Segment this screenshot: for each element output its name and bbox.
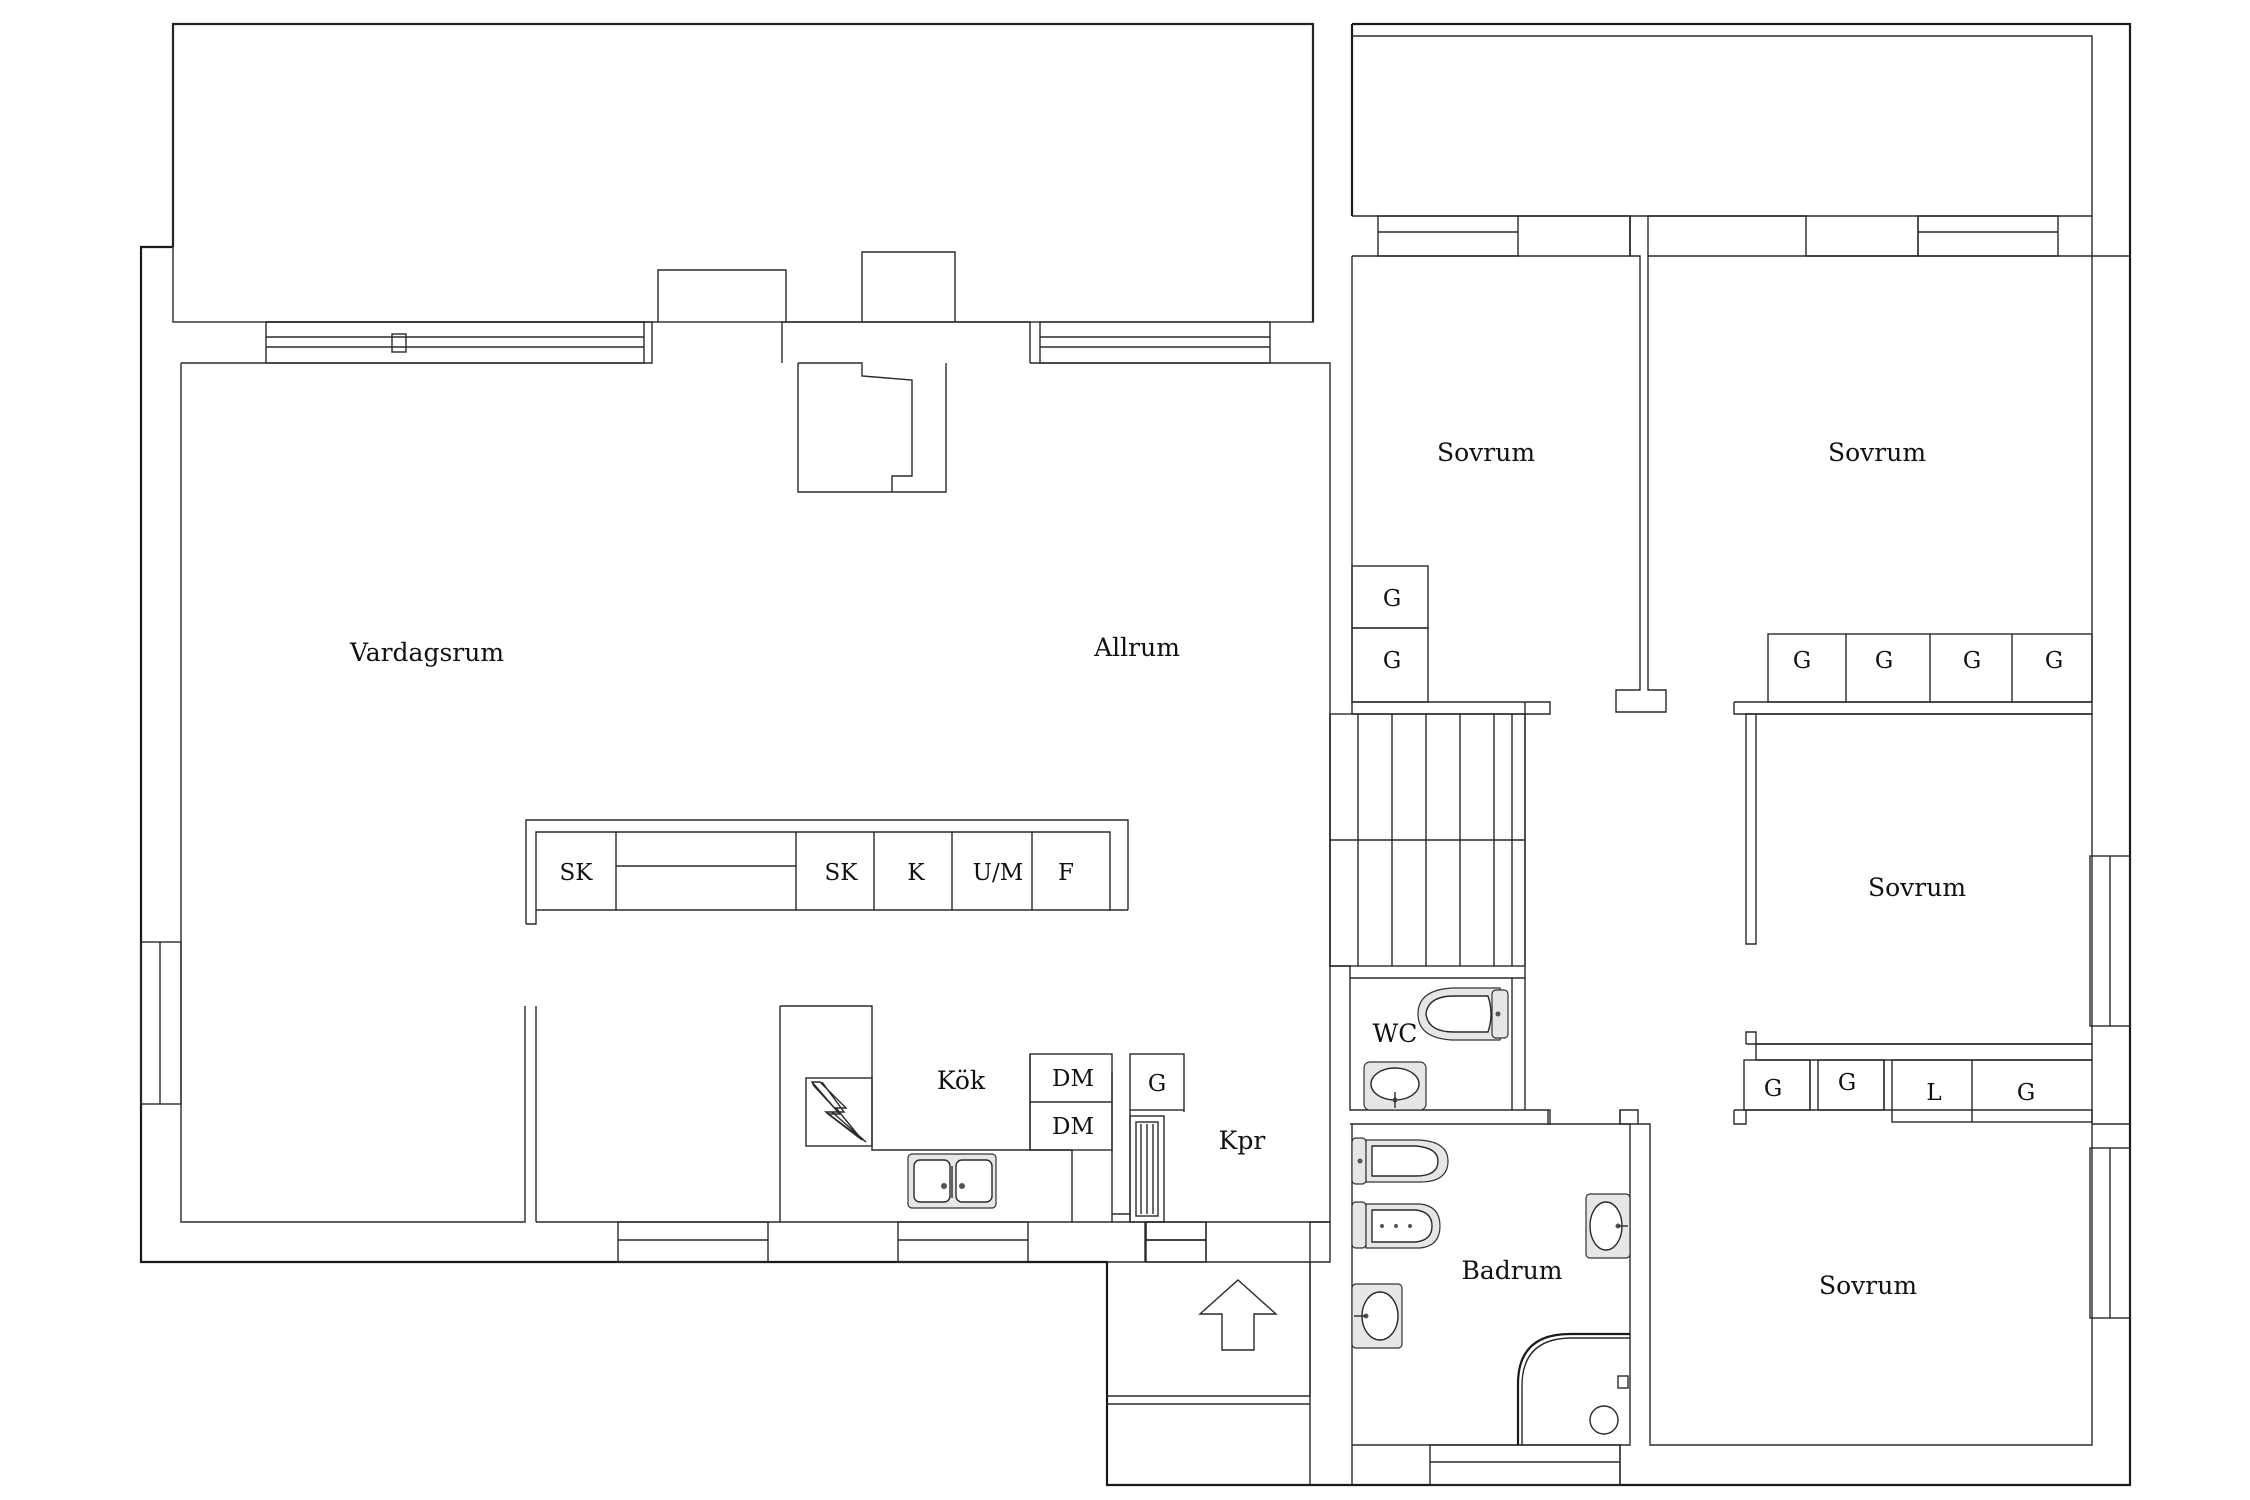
wc-toilet [1417, 987, 1509, 1041]
sovrum-1-wardrobes [1351, 565, 1429, 703]
staircase [1329, 713, 1526, 967]
double-sink-icon [907, 1153, 997, 1209]
kitchen-counter [1029, 1053, 1113, 1151]
cabinet-label: DM [1052, 1114, 1094, 1140]
exterior-walls [139, 22, 2132, 1487]
room-label-badrum: Badrum [1461, 1256, 1562, 1285]
fireplace [657, 251, 1031, 493]
kitchen-island [525, 819, 1129, 925]
cabinet-label: U/M [973, 860, 1024, 886]
cabinet-label: DM [1052, 1066, 1094, 1092]
room-label-kpr: Kpr [1219, 1126, 1266, 1155]
up-arrow-icon [1198, 1279, 1278, 1351]
room-label-sovrum-1: Sovrum [1437, 438, 1535, 467]
interior-walls [535, 215, 2130, 1485]
cabinet-label: L [1926, 1080, 1941, 1106]
room-label-allrum: Allrum [1093, 633, 1180, 662]
cabinet-label: G [1875, 648, 1893, 674]
cabinet-label: G [1383, 586, 1401, 612]
cabinet-label: F [1058, 860, 1074, 886]
cabinet-label: G [2017, 1080, 2035, 1106]
shower-drain-icon [1516, 1332, 1630, 1445]
badrum-sink-left [1351, 1283, 1403, 1349]
sovrum-4-wardrobes [1743, 1059, 2093, 1123]
badrum-toilet [1351, 1137, 1449, 1185]
cabinet-label: G [1963, 648, 1981, 674]
lightning-icon [805, 1077, 873, 1147]
room-label-kok: Kök [937, 1066, 986, 1095]
sovrum-2-wardrobes [1767, 633, 2093, 703]
cabinet-label: G [1764, 1076, 1782, 1102]
cabinet-label: SK [560, 860, 594, 886]
cabinet-label: G [1838, 1070, 1856, 1096]
cabinet-label: G [2045, 648, 2063, 674]
room-label-vardagsrum: Vardagsrum [349, 638, 504, 667]
kpr-closet [1129, 1053, 1206, 1241]
badrum-bidet [1351, 1201, 1441, 1249]
cabinet-label: G [1383, 648, 1401, 674]
badrum-sink-right [1585, 1193, 1631, 1259]
cabinet-label: G [1793, 648, 1811, 674]
room-label-wc: WC [1373, 1019, 1418, 1048]
cabinet-label: SK [825, 860, 859, 886]
wc-sink [1363, 1061, 1427, 1111]
cabinet-label: G [1148, 1071, 1166, 1097]
room-label-sovrum-3: Sovrum [1868, 873, 1966, 902]
room-label-sovrum-2: Sovrum [1828, 438, 1926, 467]
room-label-sovrum-4: Sovrum [1819, 1271, 1917, 1300]
cabinet-label: K [907, 860, 925, 886]
